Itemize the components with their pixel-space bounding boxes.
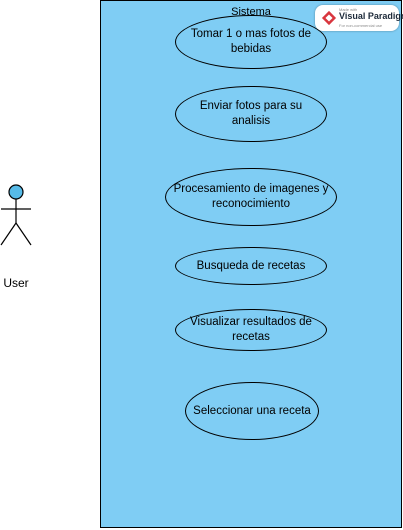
use-case-busqueda-recetas[interactable]: Busqueda de recetas bbox=[175, 247, 327, 285]
actor-user-icon[interactable] bbox=[0, 180, 32, 250]
use-case-procesamiento[interactable]: Procesamiento de imagenes y reconocimien… bbox=[165, 168, 337, 226]
watermark-brand: Visual Paradigm bbox=[339, 11, 403, 21]
watermark-url: For non-commercial use bbox=[339, 23, 383, 28]
use-case-seleccionar-receta[interactable]: Seleccionar una receta bbox=[185, 382, 319, 440]
visual-paradigm-watermark: Made with Visual Paradigm For non-commer… bbox=[315, 5, 403, 31]
use-case-enviar-fotos[interactable]: Enviar fotos para su analisis bbox=[175, 86, 327, 142]
visual-paradigm-logo-icon bbox=[321, 10, 337, 26]
watermark-small-text: Made with bbox=[339, 7, 358, 12]
use-case-tomar-fotos[interactable]: Tomar 1 o mas fotos de bebidas bbox=[175, 15, 327, 69]
actor-user-label: User bbox=[3, 276, 29, 290]
use-case-visualizar-resultados[interactable]: Visualizar resultados de recetas bbox=[175, 309, 327, 351]
